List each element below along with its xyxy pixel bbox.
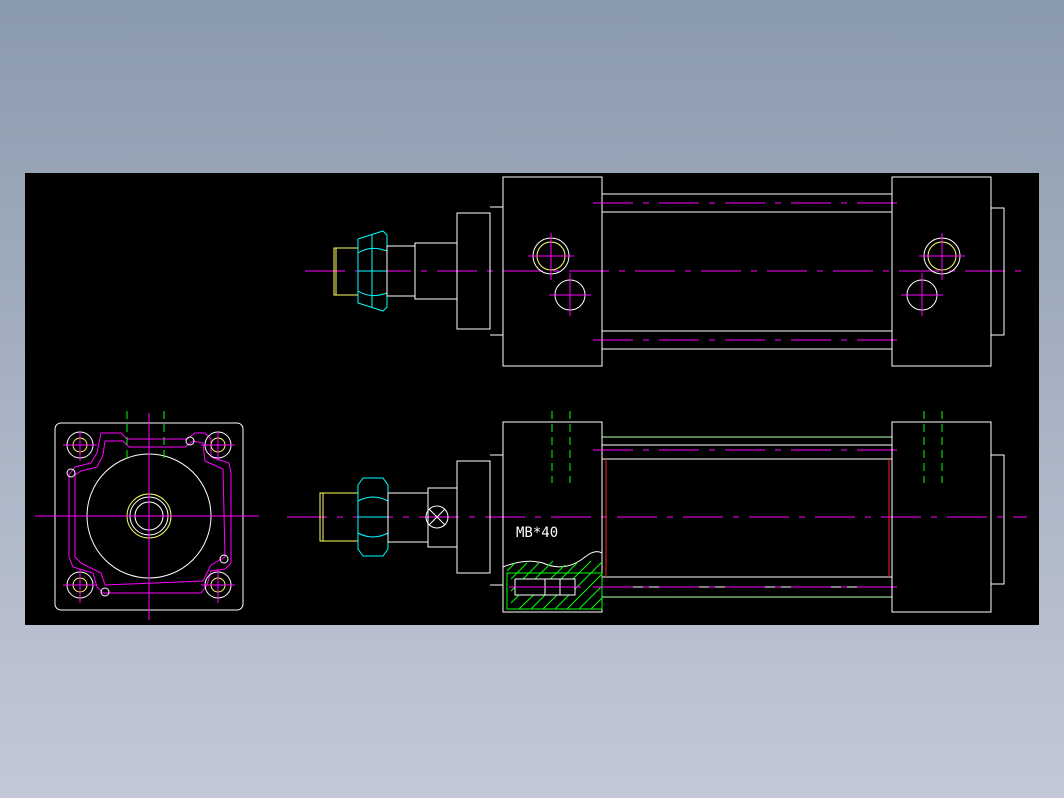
top-hex-nut <box>357 230 388 312</box>
front-hex-nut <box>357 477 389 557</box>
front-view-cylinder: MB*40 <box>287 411 1027 613</box>
end-view-flange <box>35 411 259 620</box>
cad-drawing-canvas[interactable]: MB*40 <box>25 173 1039 625</box>
top-barrel <box>593 193 905 350</box>
cad-drawing: MB*40 <box>35 176 1027 620</box>
annotation-label: MB*40 <box>516 525 558 541</box>
section-hatch <box>506 560 603 610</box>
top-view-cylinder <box>305 176 1027 367</box>
top-rear-cap <box>891 176 1005 367</box>
top-front-cap <box>456 176 603 367</box>
front-front-cap <box>456 411 603 613</box>
front-barrel <box>593 436 905 598</box>
front-rear-cap <box>891 411 1005 613</box>
